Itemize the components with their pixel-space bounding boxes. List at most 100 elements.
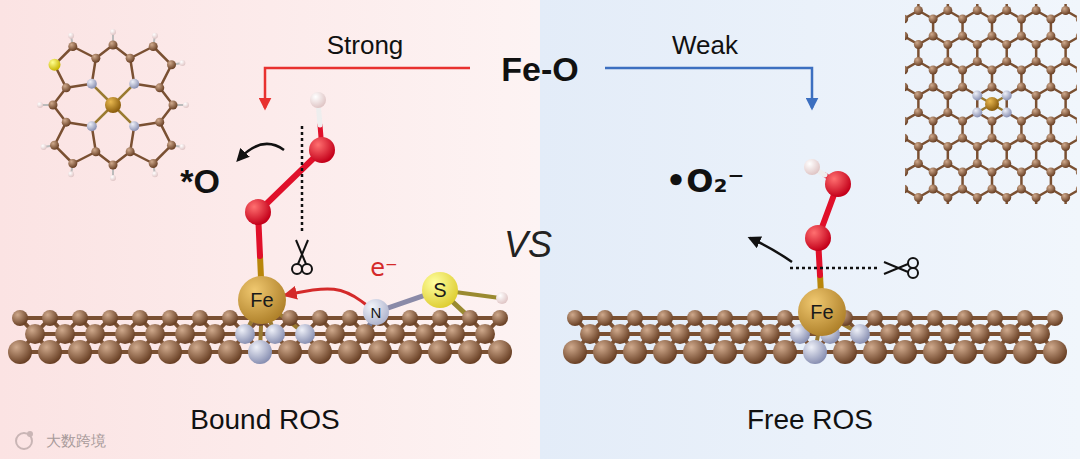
carbon-atom — [126, 147, 135, 156]
hydrogen-atom — [41, 144, 47, 150]
carbon-atom — [1061, 57, 1070, 66]
hydrogen-atom — [110, 175, 116, 181]
carbon-atom — [929, 66, 938, 75]
carbon-atom — [910, 324, 930, 344]
carbon-atom — [68, 42, 77, 51]
carbon-atom — [914, 142, 923, 151]
hydrogen-atom — [179, 144, 185, 150]
watermark-logo — [16, 431, 33, 449]
carbon-atom — [1000, 324, 1020, 344]
nitrogen-atom — [248, 340, 272, 364]
carbon-atom — [398, 340, 422, 364]
right-panel — [540, 0, 1080, 459]
carbon-atom — [597, 310, 613, 326]
species-label: *O — [180, 163, 220, 200]
carbon-atom — [1046, 32, 1055, 41]
carbon-atom — [943, 57, 952, 66]
carbon-atom — [49, 101, 58, 110]
carbon-atom — [1002, 6, 1011, 15]
carbon-atom — [943, 6, 952, 15]
carbon-atom — [282, 310, 298, 326]
carbon-atom — [458, 340, 482, 364]
carbon-atom — [957, 310, 973, 326]
carbon-atom — [1002, 142, 1011, 151]
carbon-atom — [222, 310, 238, 326]
carbon-atom — [488, 340, 512, 364]
carbon-atom — [325, 324, 345, 344]
carbon-atom — [867, 310, 883, 326]
carbon-atom — [1046, 66, 1055, 75]
carbon-atom — [149, 159, 158, 168]
carbon-atom — [610, 324, 630, 344]
carbon-atom — [475, 324, 495, 344]
carbon-atom — [713, 340, 737, 364]
carbon-atom — [897, 310, 913, 326]
carbon-atom — [1002, 159, 1011, 168]
carbon-atom — [155, 118, 164, 127]
carbon-atom — [109, 161, 118, 170]
carbon-atom — [1017, 117, 1026, 126]
arrow-label: Strong — [327, 31, 404, 60]
carbon-atom — [368, 340, 392, 364]
carbon-atom — [1032, 142, 1041, 151]
nitrogen-atom — [87, 121, 97, 131]
carbon-atom — [953, 340, 977, 364]
carbon-atom — [149, 42, 158, 51]
atom-symbol: Fe — [250, 290, 273, 310]
carbon-atom — [773, 340, 797, 364]
carbon-atom — [958, 66, 967, 75]
carbon-atom — [1046, 185, 1055, 194]
graphene-inset — [905, 4, 1077, 204]
carbon-atom — [958, 185, 967, 194]
hydrogen-atom — [152, 33, 158, 39]
porphyrin-inset — [37, 29, 189, 181]
n-s-bond — [388, 296, 423, 308]
carbon-atom — [1043, 340, 1067, 364]
carbon-atom — [958, 32, 967, 41]
handle — [302, 264, 312, 274]
carbon-atom — [958, 83, 967, 92]
oxygen-atom — [309, 137, 335, 163]
edge-label: e⁻ — [370, 255, 397, 281]
logo-dot — [27, 431, 33, 437]
bound-ooh — [238, 92, 335, 300]
carbon-atom — [8, 340, 32, 364]
carbon-atom — [914, 193, 923, 202]
carbon-atom — [929, 32, 938, 41]
carbon-atom — [987, 310, 1003, 326]
blade — [884, 264, 908, 274]
carbon-atom — [988, 15, 997, 24]
curved-arrow — [750, 238, 792, 262]
watermark: 大数跨境 — [46, 433, 106, 450]
carbon-atom — [730, 324, 750, 344]
carbon-atom — [880, 324, 900, 344]
carbon-atom — [914, 57, 923, 66]
carbon-atom — [973, 159, 982, 168]
nitrogen-atom — [972, 108, 982, 118]
carbon-atom — [988, 185, 997, 194]
carbon-atom — [973, 193, 982, 202]
carbon-atom — [1076, 168, 1077, 177]
cut-line — [301, 126, 304, 232]
carbon-atom — [167, 141, 176, 150]
carbon-atom — [973, 40, 982, 49]
carbon-atom — [355, 324, 375, 344]
hydrogen-atom — [37, 102, 43, 108]
carbon-atom — [445, 324, 465, 344]
carbon-atom — [1076, 15, 1077, 24]
carbon-atom — [1013, 340, 1037, 364]
carbon-atom — [1046, 168, 1055, 177]
carbon-atom — [905, 83, 908, 92]
carbon-atom — [1032, 40, 1041, 49]
carbon-atom — [192, 310, 208, 326]
carbon-atom — [1076, 185, 1077, 194]
carbon-atom — [929, 168, 938, 177]
carbon-atom — [1017, 185, 1026, 194]
iron-atom — [985, 97, 999, 111]
oxygen-atom — [245, 199, 271, 225]
nitrogen-atom — [1002, 91, 1012, 101]
carbon-atom — [278, 340, 302, 364]
carbon-atom — [988, 168, 997, 177]
carbon-atom — [973, 142, 982, 151]
